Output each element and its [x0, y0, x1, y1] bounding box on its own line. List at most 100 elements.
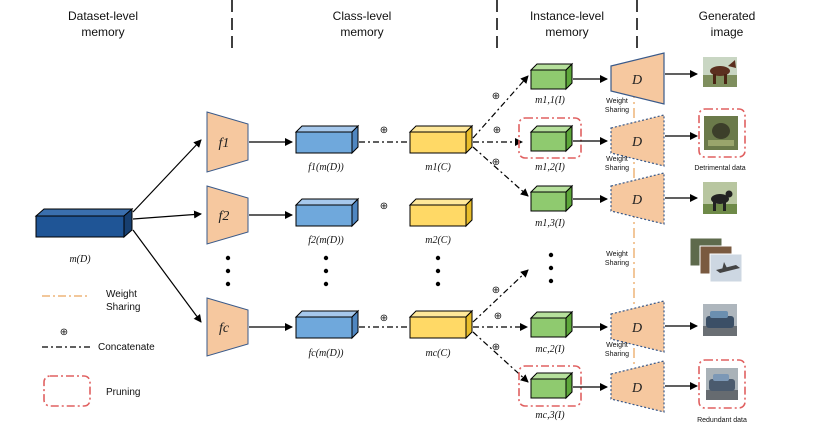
image-car	[703, 304, 737, 336]
weight-sharing-labels: Weight Sharing Weight Sharing Weight Sha…	[605, 98, 629, 358]
plus-class-1: ⊕	[380, 125, 388, 136]
decoder-4	[610, 300, 665, 353]
dataset-to-f-arrows	[132, 139, 202, 323]
instance-label-c-3: mc,3(I)	[535, 410, 565, 421]
header-dataset-line2: memory	[81, 25, 124, 39]
fc-output-label: fc(m(D))	[309, 348, 345, 359]
class-memory-2	[408, 197, 474, 228]
decoder-1-label: D	[631, 73, 642, 88]
decoder-3	[610, 172, 665, 225]
decoder-labels: D D D D D	[631, 73, 642, 396]
ws3-line2: Sharing	[605, 260, 629, 267]
header-dataset-line1: Dataset-level	[68, 9, 138, 23]
fc-label: fc	[219, 321, 230, 336]
decoders	[610, 52, 665, 413]
ws4-line1: Weight	[606, 342, 628, 349]
plus-class-2: ⊕	[380, 201, 388, 212]
decoder-2	[610, 114, 665, 167]
instance-label-1-2: m1,2(I)	[535, 162, 565, 173]
fc-trapezoid	[206, 297, 249, 357]
header-instance-line2: memory	[545, 25, 588, 39]
plus-inst-2: ⊕	[493, 125, 501, 136]
header-class-line1: Class-level	[333, 9, 392, 23]
generated-images	[689, 57, 743, 400]
header-class-line2: memory	[340, 25, 383, 39]
instance-block-1-2	[529, 124, 574, 153]
class-memory-c	[408, 309, 474, 340]
legend-weight-sharing-line2: Sharing	[106, 302, 140, 313]
legend-weight-sharing-line1: Weight	[106, 289, 137, 300]
plus-inst-5: ⊕	[494, 311, 502, 322]
f2-output-label: f2(m(D))	[308, 235, 344, 246]
class-block-1	[294, 124, 360, 155]
f2-label: f2	[219, 209, 230, 224]
plus-class-c: ⊕	[380, 313, 388, 324]
redundant-label: Redundant data	[697, 417, 747, 424]
f-to-class-arrows	[249, 138, 293, 331]
pruning-box-detrimental	[698, 108, 746, 158]
instance-to-decoder-arrows	[573, 75, 608, 391]
image-horse	[703, 57, 737, 87]
instance-label-1-1: m1,1(I)	[535, 95, 565, 106]
f1-label: f1	[219, 136, 230, 151]
instance-label-1-3: m1,3(I)	[535, 218, 565, 229]
decoder-5	[610, 360, 665, 413]
class-memory-c-label: mc(C)	[426, 348, 452, 359]
legend-pruning-box	[43, 375, 91, 407]
decoder-1	[610, 52, 665, 105]
detrimental-label: Detrimental data	[694, 165, 745, 172]
column-separators	[231, 0, 638, 48]
header-generated-line1: Generated	[699, 9, 756, 23]
headers: Dataset-level memory Class-level memory …	[68, 9, 755, 39]
dataset-memory-label: m(D)	[69, 254, 91, 265]
instance-label-c-2: mc,2(I)	[535, 344, 565, 355]
instance-block-c-3	[529, 371, 574, 400]
f1-output-label: f1(m(D))	[308, 162, 344, 173]
header-instance-line1: Instance-level	[530, 9, 604, 23]
class-memory-2-label: m2(C)	[425, 235, 451, 246]
instance-labels: m1,1(I) m1,2(I) m1,3(I) mc,2(I) mc,3(I)	[535, 95, 565, 421]
image-stack	[689, 237, 743, 283]
image-pruning-boxes	[698, 108, 746, 409]
dataset-memory-block	[34, 207, 134, 239]
class-memory-1-label: m1(C)	[425, 162, 451, 173]
ellipsis-dots	[225, 252, 554, 287]
class-block-c	[294, 309, 360, 340]
instance-concat-lines	[472, 75, 529, 383]
legend: Weight Sharing ⊕ Concatenate Pruning	[42, 289, 155, 407]
instance-block-1-3	[529, 184, 574, 213]
plus-inst-3: ⊕	[492, 157, 500, 168]
image-detrimental	[704, 116, 738, 150]
plus-inst-1: ⊕	[492, 91, 500, 102]
class-memory-blocks	[408, 124, 474, 340]
decoder-2-label: D	[631, 135, 642, 150]
instance-blocks	[529, 62, 574, 400]
legend-concatenate-label: Concatenate	[98, 342, 155, 353]
plus-inst-6: ⊕	[492, 342, 500, 353]
ws2-line1: Weight	[606, 156, 628, 163]
decoder-to-image-arrows	[665, 70, 698, 390]
legend-plus-icon: ⊕	[60, 327, 68, 338]
decoder-4-label: D	[631, 321, 642, 336]
instance-block-1-1	[529, 62, 574, 91]
plus-inst-4: ⊕	[492, 285, 500, 296]
decoder-3-label: D	[631, 193, 642, 208]
class-block-2	[294, 197, 360, 228]
class-blocks	[294, 124, 360, 340]
ws1-line2: Sharing	[605, 107, 629, 114]
ws1-line1: Weight	[606, 98, 628, 105]
decoder-5-label: D	[631, 381, 642, 396]
instance-block-c-2	[529, 310, 574, 339]
image-dog	[703, 182, 737, 214]
f2-trapezoid	[206, 185, 249, 245]
f1-trapezoid	[206, 111, 249, 173]
image-redundant	[706, 368, 738, 400]
f-encoders	[206, 111, 249, 357]
ws4-line2: Sharing	[605, 351, 629, 358]
instance-plus-signs: ⊕ ⊕ ⊕ ⊕ ⊕ ⊕	[492, 91, 502, 353]
pruning-box-redundant	[698, 359, 746, 409]
class-concat-lines	[359, 141, 408, 328]
ws3-line1: Weight	[606, 251, 628, 258]
legend-pruning-label: Pruning	[106, 387, 140, 398]
